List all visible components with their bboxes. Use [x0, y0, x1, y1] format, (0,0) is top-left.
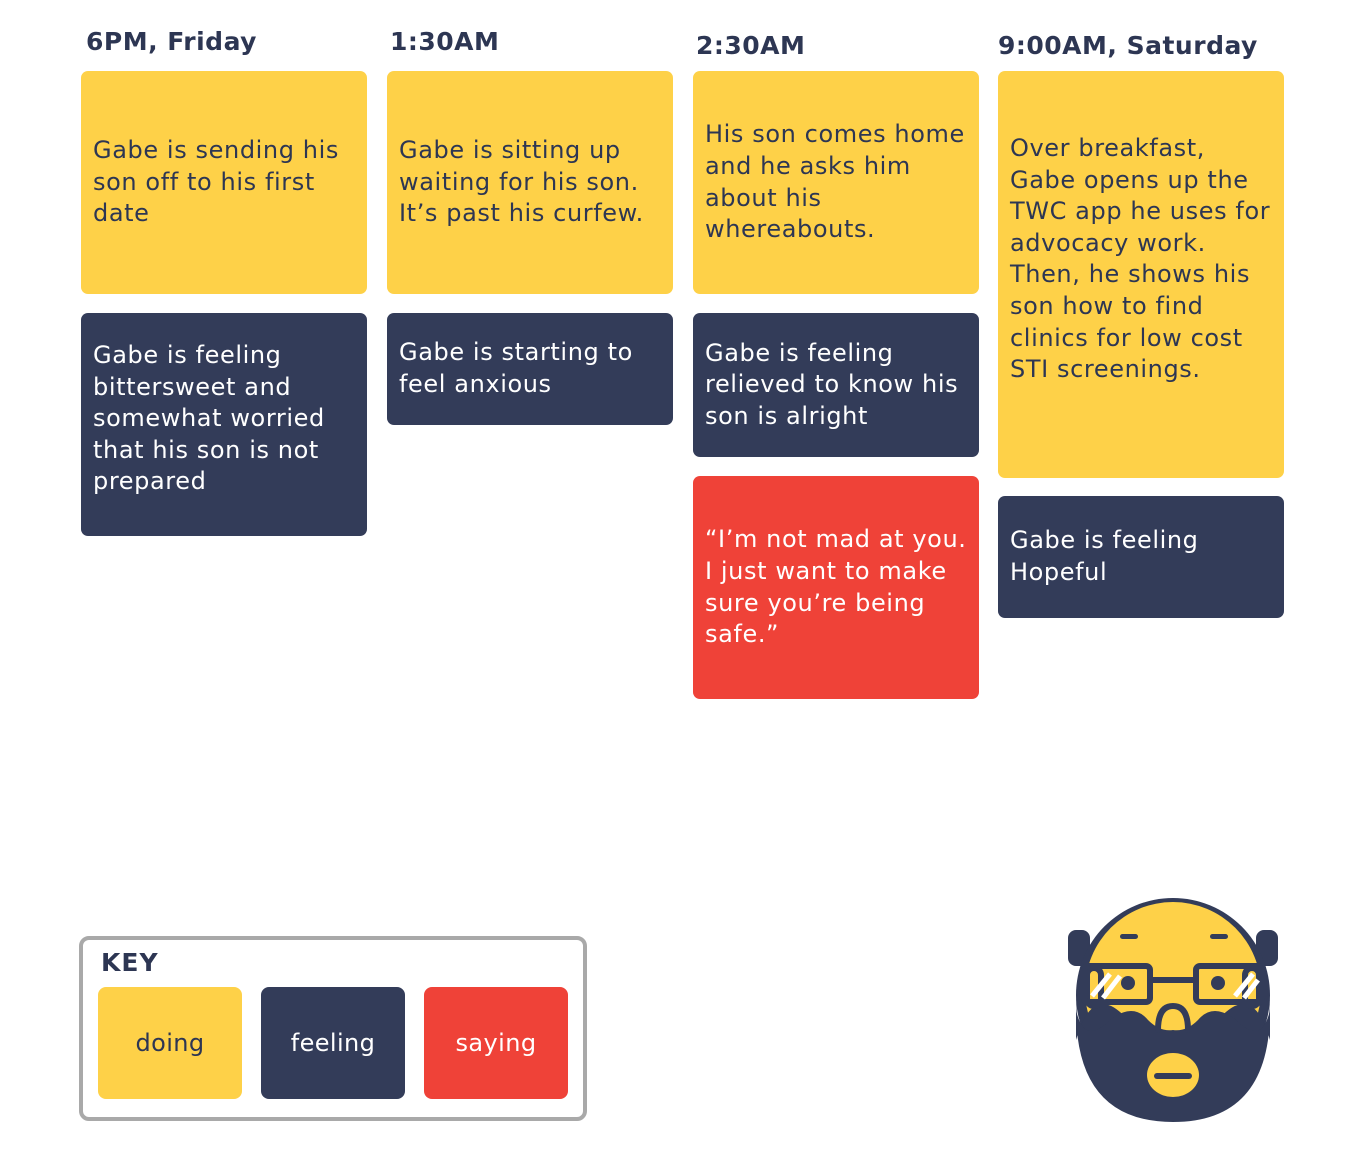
key-feeling-swatch: feeling [261, 987, 405, 1099]
bald-bearded-man-with-glasses-icon [1068, 898, 1278, 1122]
feeling-card-text: Gabe is feeling Hopeful [1010, 526, 1199, 586]
doing-card: Over breakfast, Gabe opens up the TWC ap… [998, 71, 1284, 478]
doing-card-text: Over breakfast, Gabe opens up the TWC ap… [1010, 134, 1271, 384]
column-title-1-30am: 1:30AM [390, 27, 500, 56]
doing-card: Gabe is sitting up waiting for his son. … [387, 71, 673, 294]
doing-card: Gabe is sending his son off to his first… [81, 71, 367, 294]
key-saying-swatch: saying [424, 987, 568, 1099]
doing-card-text: His son comes home and he asks him about… [705, 120, 965, 244]
column-title-6pm-friday: 6PM, Friday [86, 27, 257, 56]
doing-card-text: Gabe is sitting up waiting for his son. … [399, 136, 644, 228]
key-title: KEY [101, 948, 159, 977]
key-saying-label: saying [455, 1029, 537, 1057]
feeling-card-text: Gabe is feeling relieved to know his son… [705, 338, 959, 430]
feeling-card-text: Gabe is starting to feel anxious [399, 338, 633, 398]
doing-card-text: Gabe is sending his son off to his first… [93, 136, 339, 228]
column-title-9am-saturday: 9:00AM, Saturday [998, 31, 1258, 60]
key-doing-label: doing [135, 1029, 205, 1057]
saying-card-text: “I’m not mad at you. I just want to make… [705, 525, 967, 649]
feeling-card: Gabe is starting to feel anxious [387, 313, 673, 425]
key-feeling-label: feeling [290, 1029, 376, 1057]
column-title-2-30am: 2:30AM [696, 31, 806, 60]
feeling-card: Gabe is feeling bittersweet and somewhat… [81, 313, 367, 536]
feeling-card: Gabe is feeling relieved to know his son… [693, 313, 979, 457]
saying-card: “I’m not mad at you. I just want to make… [693, 476, 979, 699]
doing-card: His son comes home and he asks him about… [693, 71, 979, 294]
feeling-card-text: Gabe is feeling bittersweet and somewhat… [93, 341, 325, 496]
feeling-card: Gabe is feeling Hopeful [998, 496, 1284, 618]
key-doing-swatch: doing [98, 987, 242, 1099]
